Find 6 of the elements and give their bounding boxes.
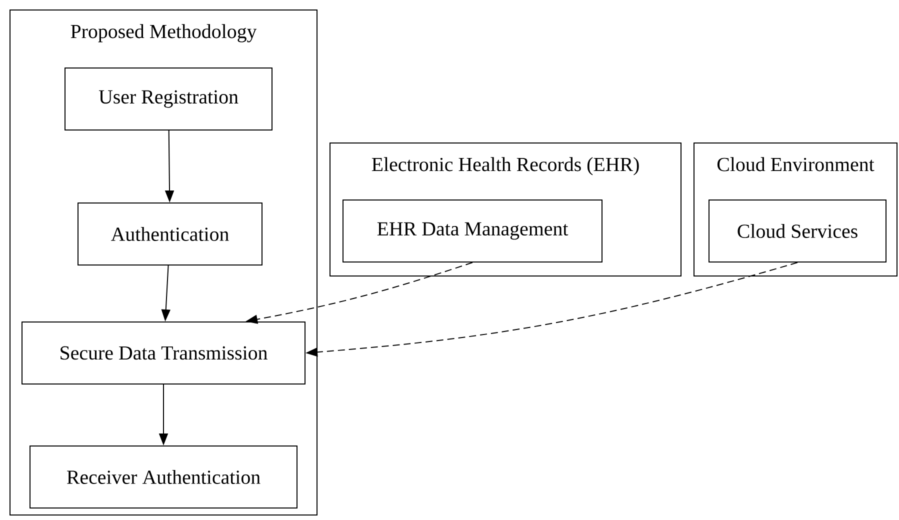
process-box: EHR Data Management bbox=[342, 200, 602, 262]
process-box: Authentication bbox=[78, 202, 262, 266]
process-box: User Registration bbox=[64, 68, 272, 130]
process-box: Receiver Authentication bbox=[30, 446, 298, 508]
process-box: Secure Data Transmission bbox=[22, 322, 306, 384]
process-box: Cloud Services bbox=[708, 200, 886, 262]
